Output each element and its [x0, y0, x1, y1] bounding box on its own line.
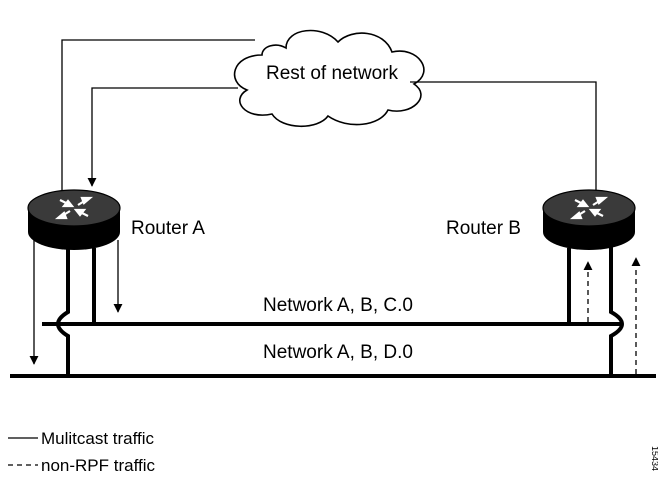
router-b-label: Router B	[446, 218, 521, 239]
router-a-uplink	[61, 39, 255, 196]
rest-of-network-cloud	[233, 29, 425, 127]
legend-non-rpf-label: non-RPF traffic	[41, 456, 156, 475]
router-b-drop-to-d	[609, 246, 625, 376]
figure-id: 15434	[650, 446, 658, 471]
router-b-uplink	[410, 81, 597, 196]
router-b[interactable]	[542, 189, 636, 250]
network-c-label: Network A, B, C.0	[263, 295, 413, 316]
cloud-label: Rest of network	[266, 63, 398, 84]
legend: Mulitcast traffic non-RPF traffic	[8, 429, 156, 475]
router-a-drop-to-d	[55, 246, 70, 376]
cloud-to-router-a-arrow	[87, 87, 238, 187]
router-a[interactable]	[27, 189, 121, 250]
router-a-label: Router A	[131, 218, 205, 239]
network-d-label: Network A, B, D.0	[263, 342, 413, 363]
legend-multicast-label: Mulitcast traffic	[41, 429, 155, 448]
